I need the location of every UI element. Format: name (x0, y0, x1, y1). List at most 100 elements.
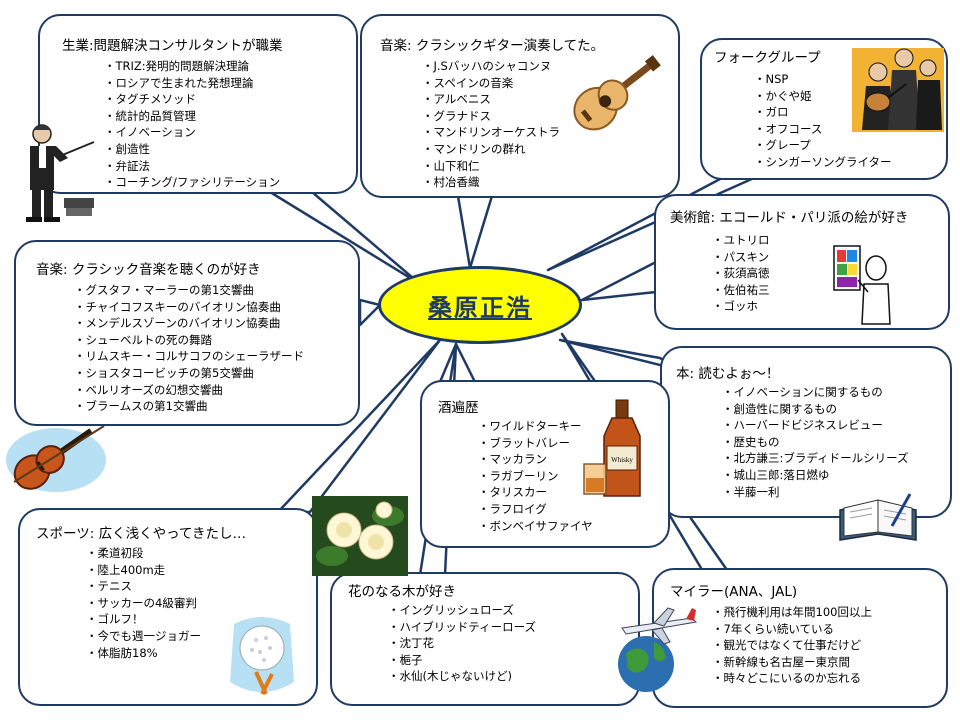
center-name: 桑原正浩 (428, 293, 532, 322)
list-item: 陸上400m走 (86, 562, 201, 579)
list-item: ゴルフ！ (86, 611, 201, 628)
list-item: 沈丁花 (388, 635, 536, 652)
connector-guitar (456, 194, 494, 270)
list-item: ラガブーリン (478, 468, 593, 485)
bubble-museum-title: 美術館: エコールド・パリ派の絵が好き (670, 210, 909, 226)
list-item: 今でも週一ジョガー (86, 628, 202, 645)
bubble-guitar-list: J.Sバッハのシャコンヌ スペインの音楽 アルベニス グラナドス マンドリンオー… (422, 58, 561, 191)
list-item: マッカラン (478, 451, 593, 468)
bubble-guitar-title: 音楽: クラシックギター演奏してた。 (380, 38, 605, 54)
list-item: 山下和仁 (422, 158, 560, 175)
list-item: ハイブリッドティーローズ (388, 619, 537, 636)
bubble-classical: 音楽: クラシック音楽を聴くのが好き グスタフ・マーラーの第1交響曲 チャイコフ… (14, 240, 360, 426)
list-item: マンドリンオーケストラ (422, 124, 561, 141)
list-item: 村冶香織 (422, 174, 560, 191)
bubble-classical-title: 音楽: クラシック音楽を聴くのが好き (36, 262, 261, 278)
list-item: チャイコフスキーのバイオリン協奏曲 (74, 299, 304, 316)
list-item: リムスキー・コルサコフのシェーラザード (74, 348, 305, 365)
conductor-icon (26, 124, 95, 222)
list-item: メンデルスゾーンのバイオリン協奏曲 (74, 315, 304, 332)
list-item: 半藤一利 (722, 484, 909, 501)
bubble-museum: 美術館: エコールド・パリ派の絵が好き ユトリロ パスキン 荻須高徳 佐伯祐三 … (654, 194, 950, 330)
bubble-museum-list: ユトリロ パスキン 荻須高徳 佐伯祐三 ゴッホ (712, 232, 770, 315)
list-item: グレープ (754, 137, 892, 154)
list-item: 創造性に関するもの (722, 401, 909, 418)
list-item: オフコース (754, 121, 892, 138)
bubble-flowers-title: 花のなる木が好き (348, 584, 456, 600)
book-icon (839, 493, 917, 541)
bubble-miler: マイラー(ANA、JAL) 飛行機利用は年間100回以上 7年くらい続いている … (652, 568, 948, 708)
bubble-sports-list: 柔道初段 陸上400m走 テニス サッカーの4級審判 ゴルフ！ 今でも週一ジョガ… (86, 545, 202, 662)
bubble-classical-list: グスタフ・マーラーの第1交響曲 チャイコフスキーのバイオリン協奏曲 メンデルスゾ… (74, 282, 305, 415)
list-item: TRIZ:発明的問題解決理論 (104, 58, 280, 75)
list-item: テニス (86, 578, 201, 595)
list-item: J.Sバッハのシャコンヌ (422, 58, 560, 75)
list-item: 統計的品質管理 (104, 108, 280, 125)
list-item: ハーバードビジネスレビュー (722, 417, 909, 434)
list-item: ゴッホ (712, 298, 770, 315)
list-item: イングリッシュローズ (388, 602, 536, 619)
list-item: 時々どこにいるのか忘れる (712, 670, 872, 687)
list-item: 体脂肪18% (86, 645, 201, 662)
list-item: ショスタコービッチの第5交響曲 (74, 365, 304, 382)
bubble-sports-title: スポーツ: 広く浅くやってきたし… (36, 526, 246, 542)
list-item: 飛行機利用は年間100回以上 (712, 604, 872, 621)
violin-icon (6, 425, 106, 492)
whisky-bottle-icon: Whisky (583, 399, 641, 497)
painter-icon (833, 245, 891, 325)
bubble-flowers: 花のなる木が好き イングリッシュローズ ハイブリッドティーローズ 沈丁花 梔子 … (330, 572, 640, 706)
bubble-folk-list: NSP かぐや姫 ガロ オフコース グレープ シンガーソングライター (754, 71, 892, 171)
bubble-miler-list: 飛行機利用は年間100回以上 7年くらい続いている 観光ではなくて仕事だけど 新… (712, 604, 872, 687)
list-item: ベルリオーズの幻想交響曲 (74, 382, 304, 399)
list-item: ガロ (754, 104, 892, 121)
list-item: 北方謙三:ブラディドールシリーズ (722, 450, 909, 467)
list-item: アルベニス (422, 91, 560, 108)
list-item: 弁証法 (104, 158, 280, 175)
list-item: ラフロイグ (478, 501, 593, 518)
bubble-books-title: 本: 読むよぉ～！ (676, 366, 780, 382)
folk-band-icon (852, 48, 944, 132)
bubble-sports: スポーツ: 広く浅くやってきたし… 柔道初段 陸上400m走 テニス サッカーの… (18, 508, 318, 706)
list-item: ブラームスの第1交響曲 (74, 398, 304, 415)
list-item: NSP (754, 71, 892, 88)
acoustic-guitar-icon (573, 55, 661, 131)
connector-classical (358, 298, 382, 327)
list-item: タリスカー (478, 484, 593, 501)
list-item: サッカーの4級審判 (86, 595, 201, 612)
list-item: ロシアで生まれた発想理論 (104, 75, 280, 92)
bubble-books: 本: 読むよぉ～！ イノベーションに関するもの 創造性に関するもの ハーバードビ… (660, 346, 952, 518)
list-item: 7年くらい続いている (712, 621, 872, 638)
bubble-work: 生業:問題解決コンサルタントが職業 TRIZ:発明的問題解決理論 ロシアで生まれ… (38, 14, 358, 194)
list-item: 歴史もの (722, 434, 909, 451)
bubble-guitar: 音楽: クラシックギター演奏してた。 J.Sバッハのシャコンヌ スペインの音楽 … (360, 14, 680, 198)
list-item: スペインの音楽 (422, 75, 560, 92)
bubble-flowers-list: イングリッシュローズ ハイブリッドティーローズ 沈丁花 梔子 水仙(木じゃないけ… (388, 602, 537, 685)
list-item: イノベーション (104, 124, 280, 141)
list-item: タグチメソッド (104, 91, 280, 108)
bubble-drinks-title: 酒遍歴 (438, 400, 479, 416)
list-item: グスタフ・マーラーの第1交響曲 (74, 282, 304, 299)
list-item: コーチング/ファシリテーション (104, 174, 281, 191)
list-item: マンドリンの群れ (422, 141, 560, 158)
list-item: 荻須高徳 (712, 265, 770, 282)
list-item: グラナドス (422, 108, 560, 125)
list-item: 柔道初段 (86, 545, 201, 562)
list-item: ボンベイサファイヤ (478, 518, 593, 535)
list-item: シンガーソングライター (754, 154, 892, 171)
list-item: イノベーションに関するもの (722, 384, 909, 401)
list-item: ブラットバレー (478, 435, 593, 452)
connector-museum (580, 260, 658, 302)
list-item: 佐伯祐三 (712, 282, 770, 299)
list-item: かぐや姫 (754, 88, 892, 105)
bubble-books-list: イノベーションに関するもの 創造性に関するもの ハーバードビジネスレビュー 歴史… (722, 384, 909, 500)
list-item: 梔子 (388, 652, 536, 669)
list-item: 水仙(木じゃないけど) (388, 668, 536, 685)
bubble-work-list: TRIZ:発明的問題解決理論 ロシアで生まれた発想理論 タグチメソッド 統計的品… (104, 58, 281, 191)
list-item: ワイルドターキー (478, 418, 593, 435)
list-item: 城山三郎:落日燃ゆ (722, 467, 909, 484)
golf-ball-icon (230, 617, 294, 695)
bubble-drinks-list: ワイルドターキー ブラットバレー マッカラン ラガブーリン タリスカー ラフロイ… (478, 418, 593, 534)
list-item: シューベルトの死の舞踏 (74, 332, 304, 349)
connector-drinks (438, 342, 477, 384)
list-item: 創造性 (104, 141, 280, 158)
